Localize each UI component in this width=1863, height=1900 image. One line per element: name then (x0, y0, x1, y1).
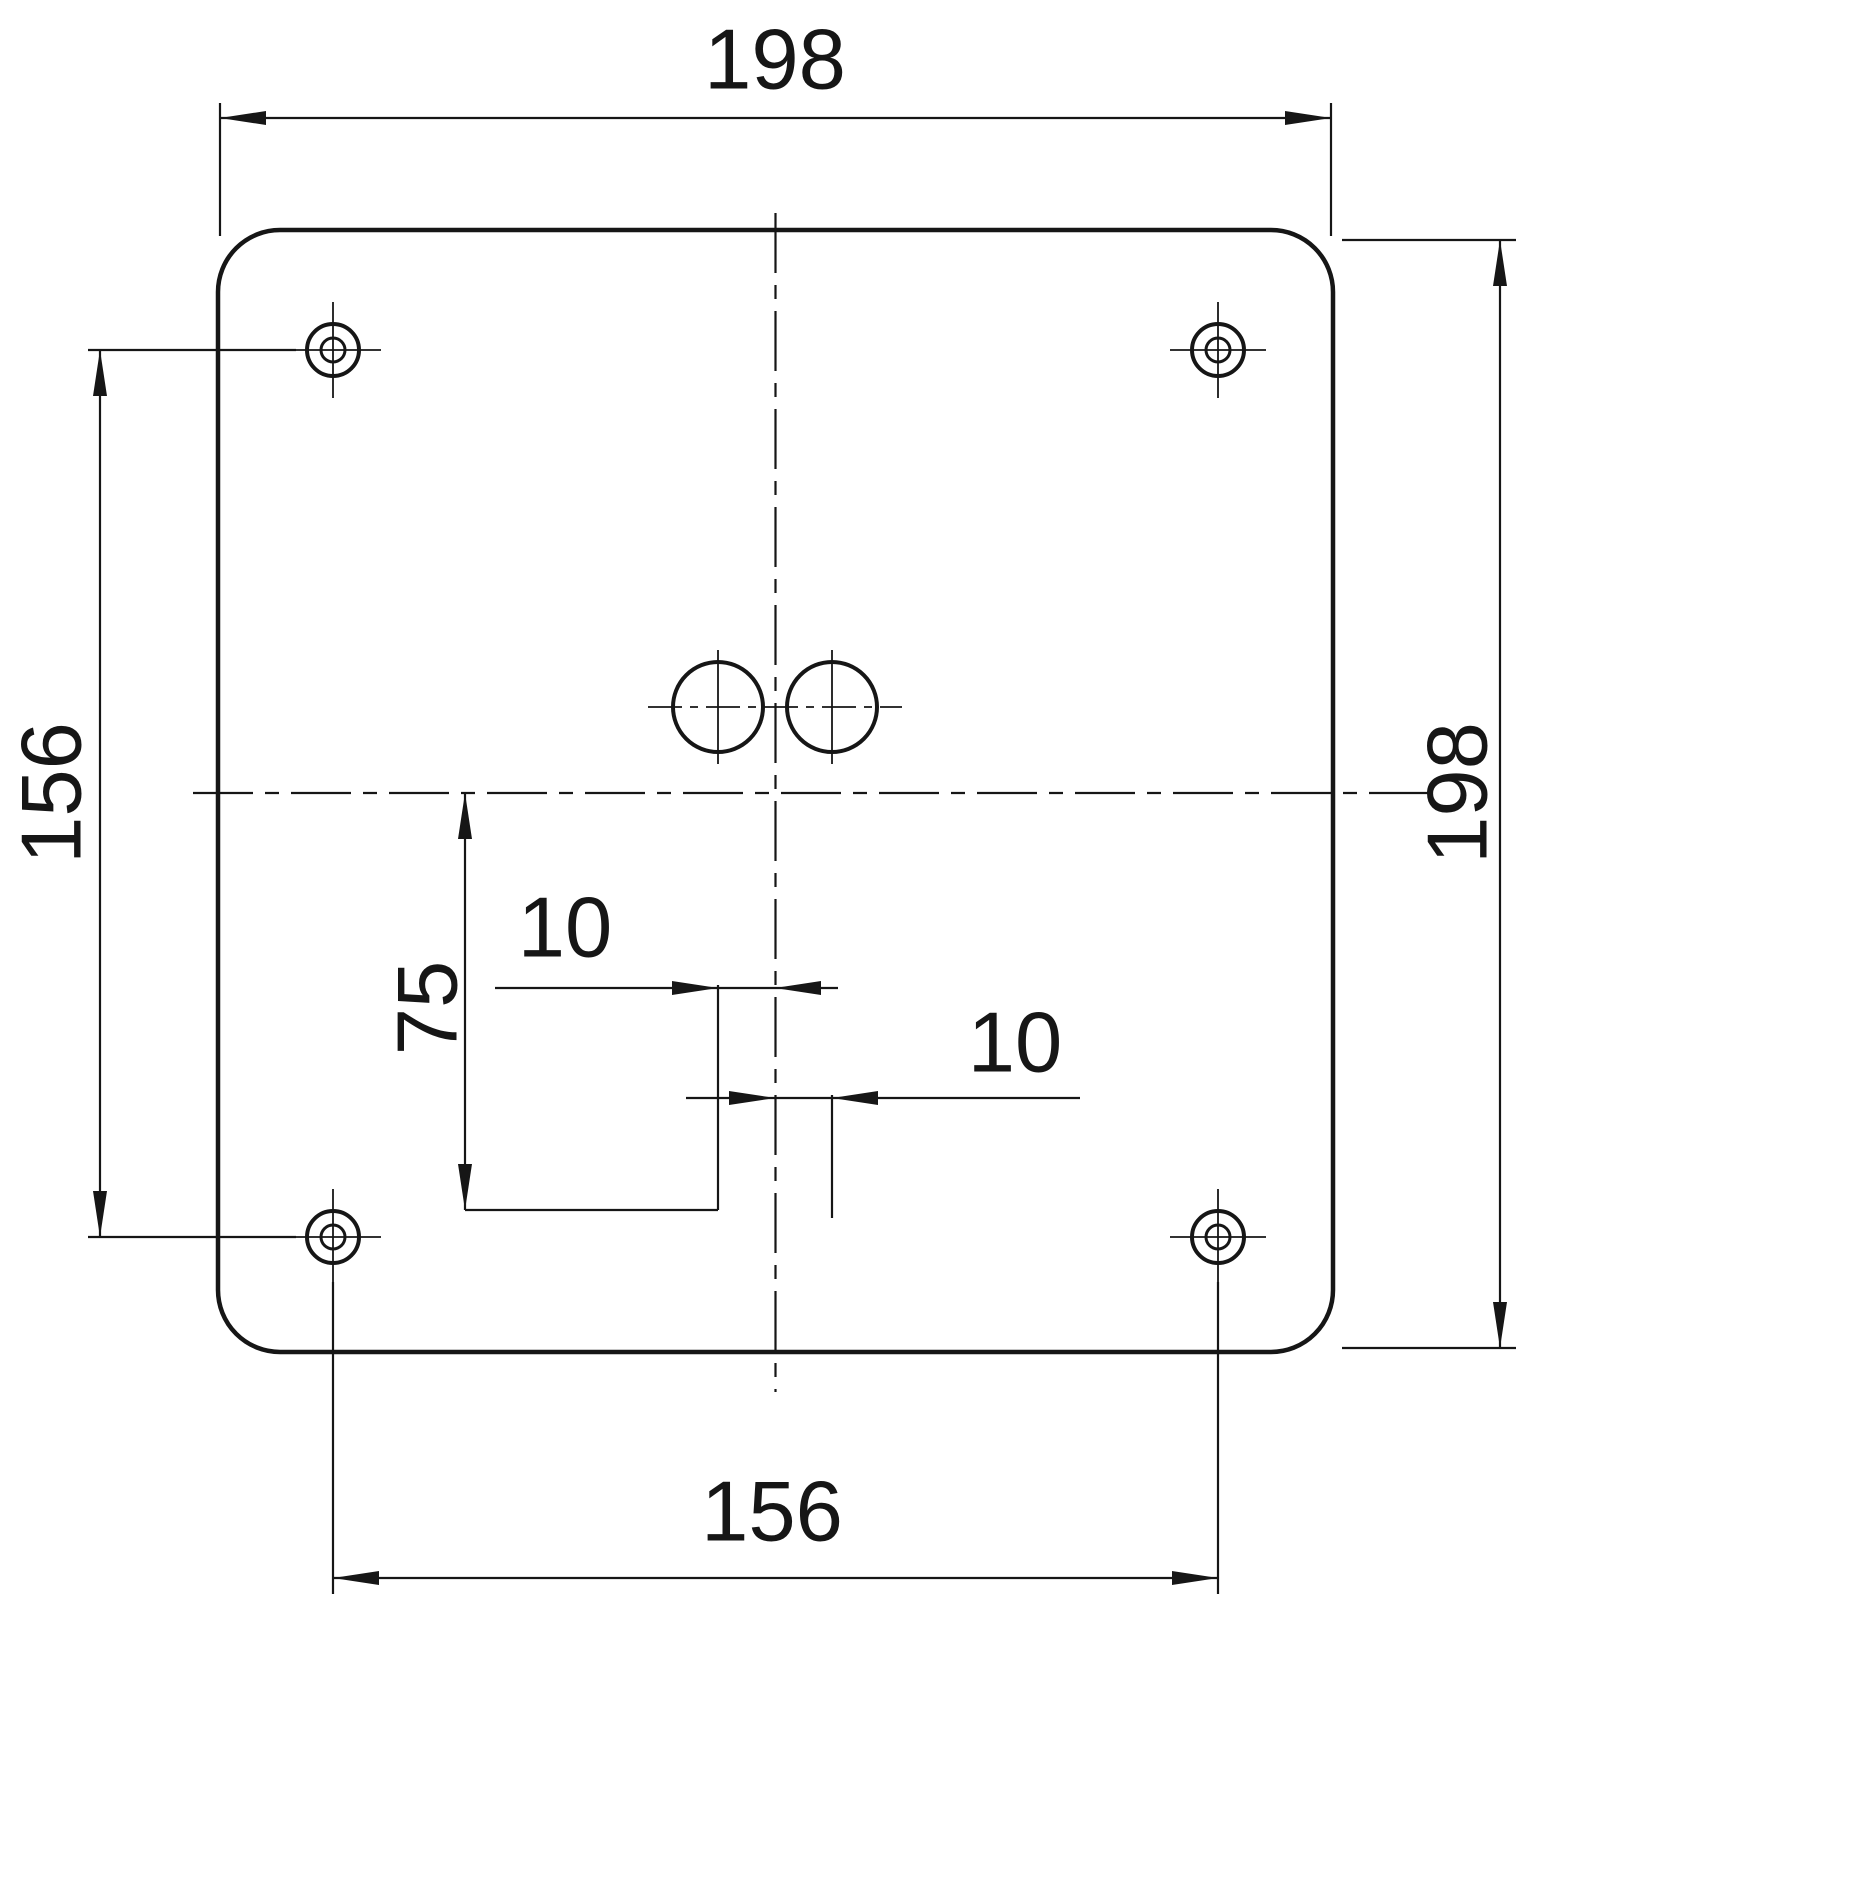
plate-outline (215, 227, 1336, 1355)
dim-label-offset-below-center: 75 (381, 961, 476, 1056)
dim-label-hole-spacing-vertical: 156 (5, 722, 100, 864)
dimension-hole-spacing-horizontal: 156 (331, 1282, 1220, 1594)
arrowhead-right (1285, 111, 1331, 125)
arrowhead-bottom (93, 1191, 107, 1237)
dimension-offset-below-center: 75 (381, 793, 720, 1212)
dim-label-offset-right-of-center: 10 (968, 996, 1063, 1091)
mounting-hole-top-right (1170, 302, 1266, 398)
dim-label-offset-left-of-center: 10 (518, 881, 613, 976)
arrowhead-right (832, 1091, 878, 1105)
center-holes (648, 650, 902, 764)
arrowhead-left (220, 111, 266, 125)
arrowhead-top (93, 350, 107, 396)
arrowhead-right (775, 981, 821, 995)
arrowhead-left (672, 981, 718, 995)
arrowhead-top (1493, 240, 1507, 286)
dimension-overall-width: 198 (218, 13, 1333, 236)
mounting-hole-top-left (285, 302, 381, 398)
dimension-overall-height: 198 (1342, 238, 1516, 1350)
arrowhead-top (458, 793, 472, 839)
arrowhead-bottom (1493, 1302, 1507, 1348)
dimension-offset-right-of-center: 10 (686, 996, 1080, 1218)
dimension-offset-left-of-center: 10 (495, 881, 838, 995)
arrowhead-bottom (458, 1164, 472, 1210)
mounting-hole-bottom-right (1170, 1189, 1266, 1285)
mounting-hole-bottom-left (285, 1189, 381, 1285)
arrowhead-left (333, 1571, 379, 1585)
dim-label-overall-width: 198 (704, 13, 846, 108)
arrowhead-left (729, 1091, 775, 1105)
dimension-hole-spacing-vertical: 156 (5, 348, 296, 1239)
dim-label-overall-height: 198 (1411, 722, 1506, 864)
arrowhead-right (1172, 1571, 1218, 1585)
dim-label-hole-spacing-horizontal: 156 (701, 1465, 843, 1560)
